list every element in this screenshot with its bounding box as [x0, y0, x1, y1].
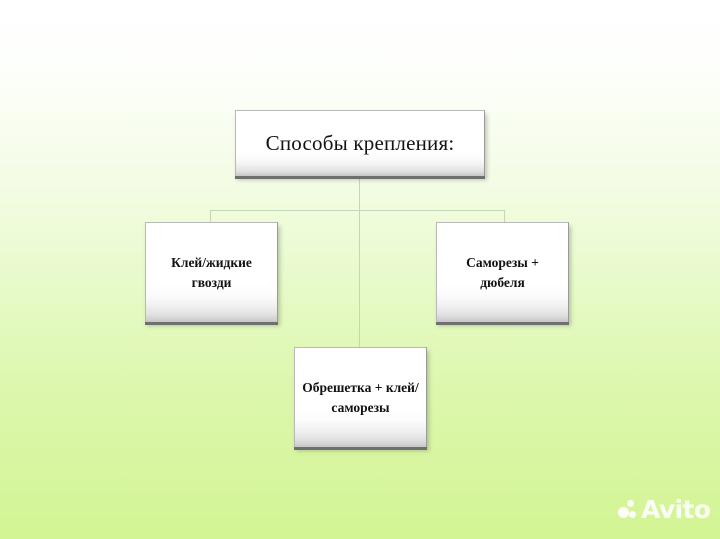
- node-screws-label: Саморезы + дюбеля: [466, 254, 539, 290]
- node-glue: Клей/жидкие гвозди: [145, 222, 278, 322]
- avito-wordmark: Avito: [641, 495, 711, 524]
- node-lathing-label: Обрешетка + клей/саморезы: [302, 379, 419, 415]
- node-root-label: Способы крепления:: [265, 131, 455, 155]
- node-screws: Саморезы + дюбеля: [436, 222, 569, 322]
- node-glue-label: Клей/жидкие гвозди: [171, 254, 252, 290]
- avito-watermark: Avito: [618, 495, 711, 524]
- connector-horizontal-bus: [210, 210, 505, 211]
- connector-root-to-center: [359, 178, 360, 348]
- connector-to-left-node: [210, 210, 211, 223]
- connector-to-right-node: [504, 210, 505, 223]
- node-lathing: Обрешетка + клей/саморезы: [294, 347, 427, 447]
- node-root: Способы крепления:: [235, 110, 485, 176]
- avito-dots-icon: [618, 499, 637, 520]
